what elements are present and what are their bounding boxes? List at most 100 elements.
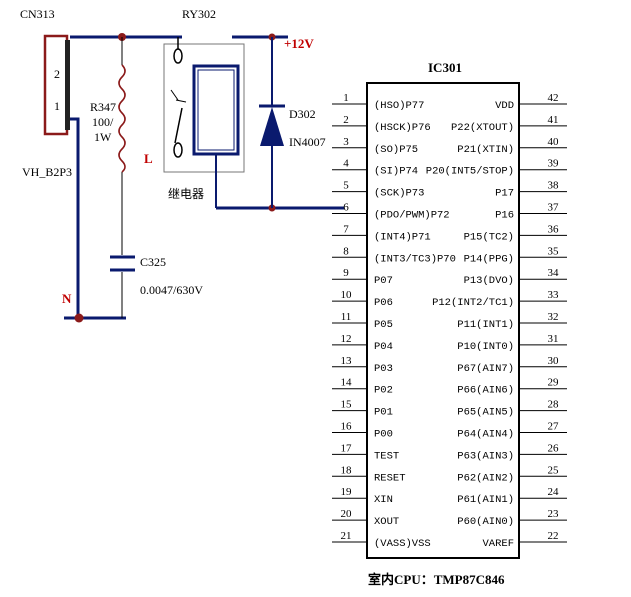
connector-pin-bar — [65, 40, 70, 130]
ic-right-pin-name: P21(XTIN) — [457, 144, 514, 156]
relay-outline — [163, 43, 245, 173]
ic-right-pin-number: 26 — [548, 442, 560, 454]
ic-left-pin-name: RESET — [374, 472, 406, 484]
ic-right-pin-name: P17 — [495, 188, 514, 200]
ic-right-pin-number: 40 — [548, 136, 560, 148]
connector-ref: CN313 — [20, 7, 55, 21]
wire-pin1-down — [70, 117, 80, 318]
connector-body — [43, 34, 69, 136]
capacitor-value: 0.0047/630V — [140, 283, 203, 297]
ic-left-pin-number: 6 — [343, 202, 349, 214]
ic-left-pin-name: P05 — [374, 319, 393, 331]
ic-right-pin-name: P63(AIN3) — [457, 450, 514, 462]
relay-switch-tick1 — [170, 89, 179, 101]
ic-right-pin-name: P22(XTOUT) — [451, 122, 514, 134]
ic-left-pin-number: 7 — [343, 223, 349, 235]
connector-pin-top: 2 — [54, 67, 60, 81]
ic-right-pin-name: P64(AIN4) — [457, 429, 514, 441]
ic-left-pin-number: 10 — [341, 289, 353, 301]
ic-right-pin-name: P10(INT0) — [457, 341, 514, 353]
ic-right-pin-number: 27 — [548, 421, 560, 433]
resistor-ref: R347 — [90, 100, 116, 114]
neutral-label: N — [62, 291, 72, 306]
ic-left-pin-name: XIN — [374, 494, 393, 506]
ic-right-pin-number: 22 — [548, 530, 559, 542]
ic-right-pin-number: 24 — [548, 486, 560, 498]
ic-left-pin-number: 2 — [343, 114, 349, 126]
ic-left-pin-number: 9 — [343, 267, 349, 279]
ic-right-pin-name: P61(AIN1) — [457, 494, 514, 506]
ic-right-pin-name: P13(DVO) — [464, 275, 514, 287]
ic-right-pin-number: 23 — [548, 508, 560, 520]
connector-part: VH_B2P3 — [22, 165, 72, 179]
ic-left-pin-name: (PDO/PWM)P72 — [374, 210, 450, 222]
ic-left-pin-number: 16 — [341, 421, 353, 433]
ic-left-pin-number: 12 — [341, 333, 352, 345]
ic-left-pin-number: 17 — [341, 442, 353, 454]
ic-left-pin-number: 1 — [343, 92, 349, 104]
ic-left-pin-name: XOUT — [374, 516, 399, 528]
ic-left-pin-name: (INT4)P71 — [374, 231, 431, 243]
ic-left-pin-name: TEST — [374, 450, 399, 462]
ic-left-pin-name: (SI)P74 — [374, 166, 418, 178]
ic-right-pin-number: 35 — [548, 245, 560, 257]
ic-left-pin-number: 15 — [341, 399, 353, 411]
ic-right-pin-number: 31 — [548, 333, 559, 345]
ic-left-pin-number: 18 — [341, 464, 353, 476]
ic-left-pin-name: P04 — [374, 341, 393, 353]
ic-right-pin-name: VDD — [495, 100, 514, 112]
ic-left-pin-name: P00 — [374, 429, 393, 441]
ic-ref: IC301 — [428, 60, 462, 75]
ic-left-pin-name: P02 — [374, 385, 393, 397]
ic-right-pin-name: P11(INT1) — [457, 319, 514, 331]
ic-left-pin-number: 5 — [343, 180, 349, 192]
relay-coil — [192, 64, 240, 156]
ic-left-pin-name: (INT3/TC3)P70 — [374, 253, 456, 265]
ic-right-pin-number: 34 — [548, 267, 560, 279]
capacitor-ref: C325 — [140, 255, 166, 269]
relay-coil-label: L — [144, 151, 153, 166]
resistor-value2: 1W — [94, 130, 112, 144]
diode-ref: D302 — [289, 107, 316, 121]
ic-right-pin-name: P67(AIN7) — [457, 363, 514, 375]
ic-right-pin-number: 25 — [548, 464, 560, 476]
ic-right-pin-number: 38 — [548, 180, 560, 192]
ic-right-pin-name: P66(AIN6) — [457, 385, 514, 397]
ic-right-pin-number: 33 — [548, 289, 560, 301]
ic-right-pin-number: 37 — [548, 202, 560, 214]
resistor-value1: 100/ — [92, 115, 114, 129]
ic-right-pin-number: 29 — [548, 377, 560, 389]
relay-coil-inner — [197, 69, 235, 151]
diode-part: IN4007 — [289, 135, 326, 149]
relay-ref: RY302 — [182, 7, 216, 21]
ic-left-pin-number: 3 — [343, 136, 349, 148]
ic-caption: 室内CPU：TMP87C846 — [368, 572, 505, 587]
ic-left-pin-name: (VASS)VSS — [374, 538, 431, 550]
ic-left-pin-name: P07 — [374, 275, 393, 287]
ic-left-pin-number: 8 — [343, 245, 349, 257]
ic-body — [366, 82, 520, 559]
ic-left-pin-name: (SCK)P73 — [374, 188, 424, 200]
relay-contact-top — [173, 48, 183, 64]
connector-pin-bottom: 1 — [54, 99, 60, 113]
ic-left-pin-number: 20 — [341, 508, 353, 520]
relay-contact-bottom — [173, 142, 183, 158]
ic-right-pin-name: P14(PPG) — [464, 253, 514, 265]
ic-left-pin-number: 4 — [343, 158, 349, 170]
ic-right-pin-number: 39 — [548, 158, 560, 170]
ic-right-pin-number: 41 — [548, 114, 559, 126]
ic-right-pin-name: P16 — [495, 210, 514, 222]
ic-right-pin-name: P62(AIN2) — [457, 472, 514, 484]
ic-left-pin-name: (HSCK)P76 — [374, 122, 431, 134]
relay-caption: 继电器 — [168, 187, 204, 201]
ic-left-pin-name: (SO)P75 — [374, 144, 418, 156]
ic-left-pin-number: 13 — [341, 355, 353, 367]
ic-pin-group: 1(HSO)P772(HSCK)P763(SO)P754(SI)P745(SCK… — [332, 92, 567, 550]
ic-left-pin-name: P03 — [374, 363, 393, 375]
ic-right-pin-name: VAREF — [482, 538, 514, 550]
ic-right-pin-number: 36 — [548, 223, 560, 235]
junction-neutral — [74, 313, 84, 323]
ic-left-pin-name: P01 — [374, 407, 393, 419]
ic-right-pin-number: 28 — [548, 399, 560, 411]
